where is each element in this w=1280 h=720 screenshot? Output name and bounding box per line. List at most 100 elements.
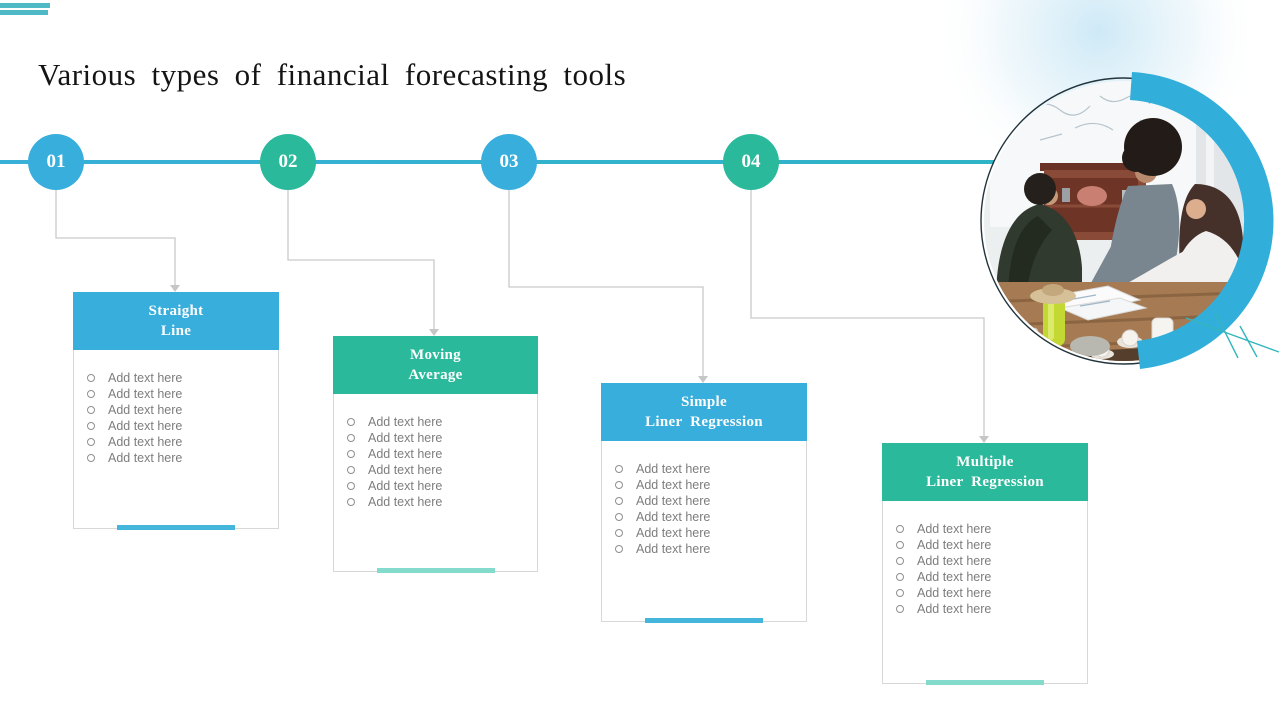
connector-step1 (55, 190, 176, 286)
arrow-down-icon (979, 436, 989, 443)
bullet-item[interactable]: Add text here (87, 370, 268, 386)
whiteboard-scribbles (1029, 94, 1163, 141)
bullet-text[interactable]: Add text here (368, 415, 443, 429)
bullet-item[interactable]: Add text here (347, 478, 527, 494)
bullet-item[interactable]: Add text here (615, 525, 796, 541)
card-accent-bar (926, 680, 1044, 685)
bullet-circle-icon (896, 605, 904, 613)
bullet-text[interactable]: Add text here (108, 387, 183, 401)
timeline-step-02[interactable]: 02 (260, 134, 316, 190)
step-number: 01 (46, 151, 66, 172)
arrow-down-icon (698, 376, 708, 383)
bullet-item[interactable]: Add text here (896, 569, 1077, 585)
bottle-and-hat (1030, 284, 1076, 346)
bullet-circle-icon (896, 525, 904, 533)
card-accent-bar (117, 525, 235, 530)
card-title-line1: Straight (148, 303, 204, 319)
papers (1040, 285, 1148, 321)
bullet-text[interactable]: Add text here (368, 431, 443, 445)
bullet-circle-icon (347, 482, 355, 490)
bullet-item[interactable]: Add text here (87, 386, 268, 402)
meeting-table (984, 282, 1264, 361)
bullet-item[interactable]: Add text here (87, 450, 268, 466)
bullet-item[interactable]: Add text here (347, 414, 527, 430)
step-number: 03 (499, 151, 519, 172)
bullet-item[interactable]: Add text here (615, 477, 796, 493)
bullet-text[interactable]: Add text here (636, 542, 711, 556)
bullet-text[interactable]: Add text here (368, 463, 443, 477)
bullet-item[interactable]: Add text here (347, 430, 527, 446)
corner-accent-line (0, 10, 48, 15)
bullet-circle-icon (615, 465, 623, 473)
bullet-text[interactable]: Add text here (917, 554, 992, 568)
bullet-item[interactable]: Add text here (615, 493, 796, 509)
card-title-line1: Simple (681, 394, 727, 410)
page-title[interactable]: Various types of financial forecasting t… (38, 56, 627, 92)
bullet-item[interactable]: Add text here (896, 601, 1077, 617)
bullet-item[interactable]: Add text here (896, 521, 1077, 537)
bullet-text[interactable]: Add text here (636, 494, 711, 508)
bullet-text[interactable]: Add text here (108, 435, 183, 449)
bullet-circle-icon (896, 589, 904, 597)
bullet-circle-icon (87, 438, 95, 446)
card-header[interactable]: Simple Liner Regression (601, 383, 807, 441)
bullet-text[interactable]: Add text here (108, 419, 183, 433)
photo-outline-circle (980, 77, 1268, 365)
timeline-step-01[interactable]: 01 (28, 134, 84, 190)
bullet-item[interactable]: Add text here (87, 402, 268, 418)
bullet-circle-icon (347, 466, 355, 474)
bullet-circle-icon (347, 450, 355, 458)
bullet-item[interactable]: Add text here (896, 553, 1077, 569)
bullet-text[interactable]: Add text here (636, 526, 711, 540)
bullet-text[interactable]: Add text here (636, 510, 711, 524)
bullet-circle-icon (87, 390, 95, 398)
teal-deco-lines (1185, 313, 1280, 359)
card-header[interactable]: Straight Line (73, 292, 279, 350)
bullet-text[interactable]: Add text here (368, 479, 443, 493)
bullet-text[interactable]: Add text here (368, 447, 443, 461)
bullet-item[interactable]: Add text here (896, 537, 1077, 553)
bullet-item[interactable]: Add text here (347, 462, 527, 478)
bullet-item[interactable]: Add text here (347, 446, 527, 462)
bullet-text[interactable]: Add text here (917, 522, 992, 536)
bullet-circle-icon (615, 513, 623, 521)
bullet-circle-icon (615, 545, 623, 553)
person-right (1116, 184, 1249, 302)
bullet-circle-icon (347, 418, 355, 426)
bullet-text[interactable]: Add text here (917, 570, 992, 584)
card-header[interactable]: Multiple Liner Regression (882, 443, 1088, 501)
bullet-text[interactable]: Add text here (917, 586, 992, 600)
arrow-down-icon (429, 329, 439, 336)
bullet-text[interactable]: Add text here (917, 538, 992, 552)
bullet-item[interactable]: Add text here (615, 541, 796, 557)
bullet-text[interactable]: Add text here (368, 495, 443, 509)
bullet-circle-icon (896, 541, 904, 549)
bullet-item[interactable]: Add text here (347, 494, 527, 510)
bullet-item[interactable]: Add text here (615, 461, 796, 477)
bullet-text[interactable]: Add text here (108, 371, 183, 385)
bullet-item[interactable]: Add text here (896, 585, 1077, 601)
card-header[interactable]: Moving Average (333, 336, 538, 394)
bullet-text[interactable]: Add text here (108, 451, 183, 465)
person-standing (1084, 118, 1182, 302)
team-meeting-photo (984, 81, 1264, 361)
bullet-item[interactable]: Add text here (87, 434, 268, 450)
bullet-item[interactable]: Add text here (87, 418, 268, 434)
bullet-text[interactable]: Add text here (636, 478, 711, 492)
cups (1090, 317, 1174, 359)
bullet-text[interactable]: Add text here (636, 462, 711, 476)
bullet-text[interactable]: Add text here (917, 602, 992, 616)
timeline-step-03[interactable]: 03 (481, 134, 537, 190)
card-title-line1: Multiple (956, 454, 1014, 470)
bullet-text[interactable]: Add text here (108, 403, 183, 417)
card-title-line2: Line (160, 323, 192, 339)
bullet-circle-icon (615, 529, 623, 537)
bullet-item[interactable]: Add text here (615, 509, 796, 525)
timeline-step-04[interactable]: 04 (723, 134, 779, 190)
